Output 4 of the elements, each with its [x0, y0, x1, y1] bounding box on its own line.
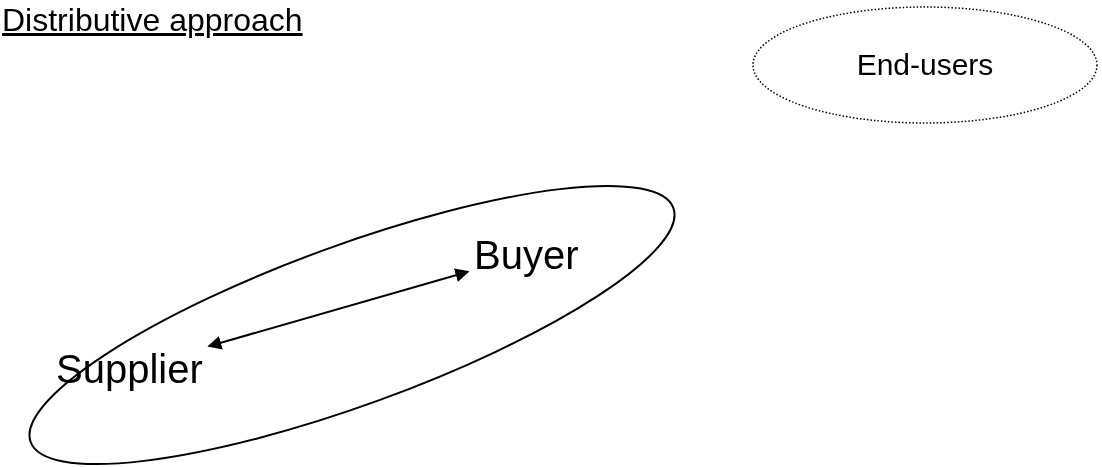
title: Distributive approach	[2, 2, 303, 39]
node-label: Buyer	[474, 235, 579, 275]
double-headed-arrow	[207, 268, 470, 350]
node-label: End-users	[856, 50, 994, 80]
